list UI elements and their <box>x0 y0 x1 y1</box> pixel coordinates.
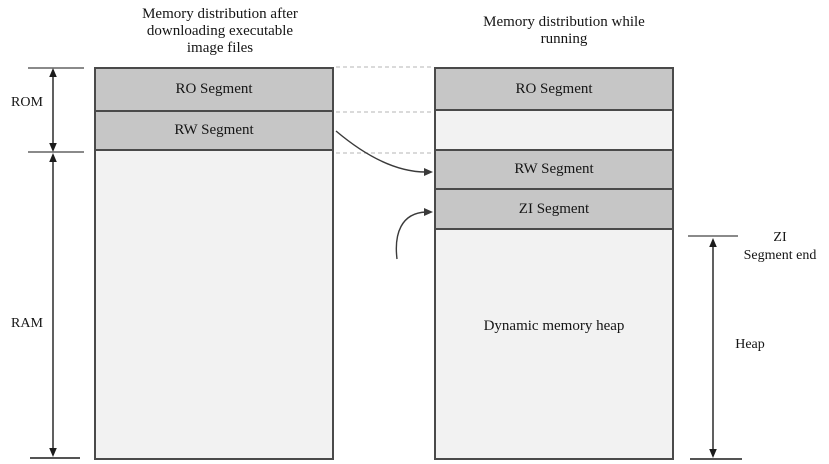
right-title-line2: running <box>540 31 588 47</box>
zi-segment-end-line2: Segment end <box>743 248 817 263</box>
right-gap-region <box>436 111 672 151</box>
ram-extent-arrow <box>49 153 57 457</box>
ram-label: RAM <box>11 316 43 331</box>
left-memory-box: RO Segment RW Segment <box>94 67 334 460</box>
left-title-line2: downloading executable <box>146 23 294 39</box>
left-unused-region <box>96 151 332 458</box>
left-title-line1: Memory distribution after <box>142 6 298 22</box>
right-column-title: Memory distribution while running <box>434 14 694 48</box>
right-heap-region: Dynamic memory heap <box>436 230 672 458</box>
right-title-line1: Memory distribution while <box>483 14 645 30</box>
heap-region-label: Dynamic memory heap <box>483 318 625 334</box>
rom-label: ROM <box>11 95 43 110</box>
zi-segment-end-line1: ZI <box>773 230 787 245</box>
left-ro-segment: RO Segment <box>96 69 332 112</box>
right-memory-box: RO Segment RW Segment ZI Segment Dynamic… <box>434 67 674 460</box>
heap-label: Heap <box>735 337 765 352</box>
right-zi-segment: ZI Segment <box>436 190 672 230</box>
left-title-line3: image files <box>186 40 254 56</box>
rw-copy-arrow <box>335 130 433 176</box>
left-column-title: Memory distribution after downloading ex… <box>90 6 350 57</box>
zi-segment-end-label: ZI Segment end <box>728 229 829 265</box>
left-rw-segment: RW Segment <box>96 112 332 151</box>
right-rw-segment: RW Segment <box>436 151 672 190</box>
zi-create-arrow <box>395 208 433 260</box>
rom-extent-arrow <box>49 68 57 152</box>
right-ro-segment: RO Segment <box>436 69 672 111</box>
